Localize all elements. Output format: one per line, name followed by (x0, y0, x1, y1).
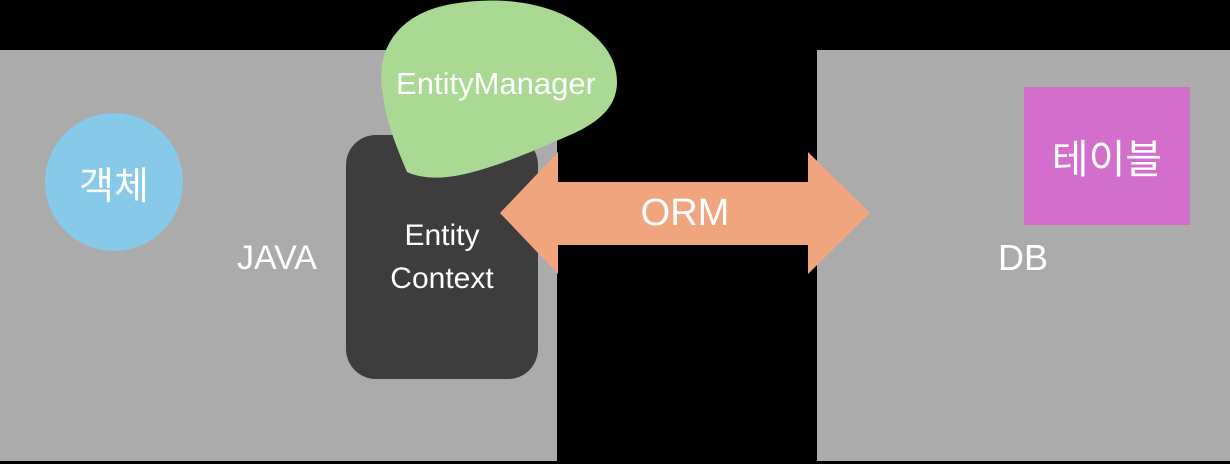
entity-context-line1: Entity (404, 219, 480, 252)
db-panel-label: DB (997, 237, 1048, 278)
object-circle-label: 객체 (79, 165, 149, 208)
entitymanager-callout-blob (381, 0, 617, 178)
orm-arrow-label: ORM (640, 192, 730, 234)
java-panel-label: JAVA (237, 239, 317, 277)
entitymanager-label: EntityManager (396, 66, 596, 101)
orm-double-arrow (500, 152, 870, 274)
table-box: 테이블 (1024, 87, 1190, 225)
entity-context-line2: Context (390, 262, 494, 295)
object-circle: 객체 (45, 113, 183, 251)
table-box-label: 테이블 (1051, 138, 1163, 182)
